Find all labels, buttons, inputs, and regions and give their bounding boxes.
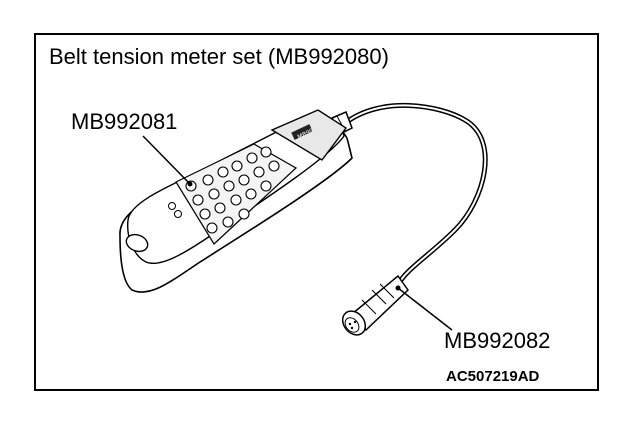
leader-sensor xyxy=(397,287,453,331)
handheld-unit: MB99 xyxy=(119,109,353,293)
label-handheld-unit: MB992081 xyxy=(71,109,178,134)
figure-frame xyxy=(34,33,599,391)
leader-unit xyxy=(142,135,191,185)
sensor-probe xyxy=(341,274,409,336)
figure-code: AC507219AD xyxy=(446,368,540,385)
label-sensor-probe: MB992082 xyxy=(444,328,551,353)
sensor-cable xyxy=(342,103,488,287)
figure-title: Belt tension meter set (MB992080) xyxy=(49,44,389,69)
